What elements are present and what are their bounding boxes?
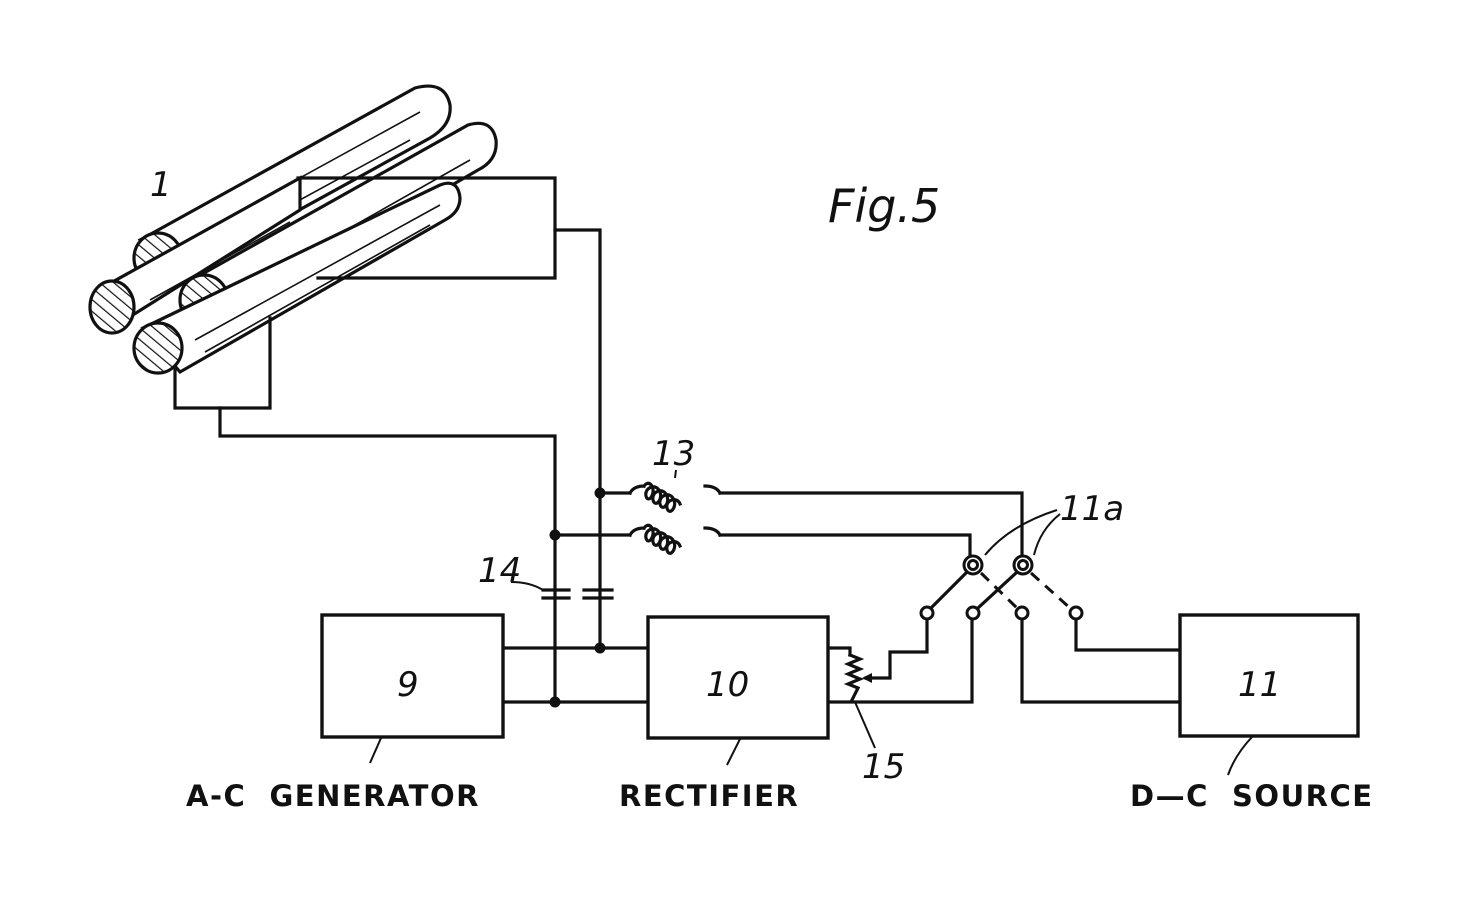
junction-dot [594, 487, 606, 499]
ac-generator-ref: 9 [397, 665, 419, 705]
ref-label-capacitors: 14 [478, 551, 521, 591]
rectifier-box: 10 [646, 615, 830, 766]
switch-contact [1014, 605, 1030, 621]
dc-source-label: D—C SOURCE [1130, 779, 1374, 813]
dc-source-ref: 11 [1238, 665, 1281, 705]
rod-bottom [132, 181, 462, 375]
wiring [173, 176, 1182, 704]
rectifier-ref: 10 [706, 665, 749, 705]
rod-bottom-end [132, 321, 184, 375]
inductor-upper [627, 481, 723, 513]
electrode-rod-bundle [88, 84, 498, 375]
ref-label-potentiometer: 15 [862, 747, 905, 787]
capacitor-right [582, 588, 614, 600]
rod-left-end [88, 279, 136, 335]
ref-label-rods: 1 [150, 165, 172, 205]
ac-generator-label: A-C GENERATOR [186, 779, 480, 813]
ref-label-inductors: 13 [652, 434, 695, 474]
junction-dot [594, 642, 606, 654]
potentiometer [843, 652, 872, 703]
switch-contact [965, 605, 981, 621]
switch-contact [1068, 605, 1084, 621]
switch-contact [919, 605, 935, 621]
rod-left [88, 175, 302, 335]
junction-dot [549, 529, 561, 541]
inductor-lower [627, 523, 723, 555]
rectifier-label: RECTIFIER [619, 779, 799, 813]
ac-generator-box: 9 [320, 613, 505, 764]
capacitor-left [541, 588, 571, 600]
dc-source-box: 11 [1178, 613, 1360, 776]
figure-title: Fig.5 [828, 179, 940, 233]
junction-dot [549, 696, 561, 708]
switch-right [975, 554, 1072, 611]
ref-label-switches: 11a [1060, 489, 1124, 529]
